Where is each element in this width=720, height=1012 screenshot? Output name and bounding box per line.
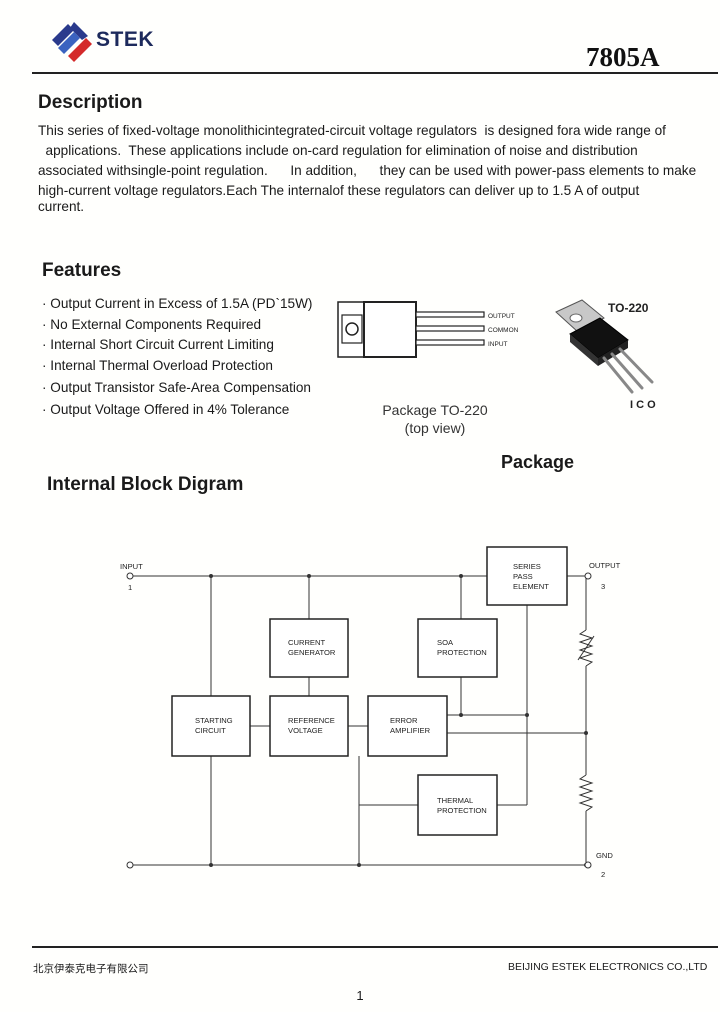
stek-logo-icon bbox=[52, 22, 92, 62]
reference-voltage-label: REFERENCE bbox=[288, 716, 335, 725]
to220-photo: TO-220 I C O bbox=[555, 299, 656, 411]
starting-circuit-label: CIRCUIT bbox=[195, 726, 226, 735]
block-diagram-title: Internal Block Digram bbox=[47, 474, 244, 495]
current-generator-label: GENERATOR bbox=[288, 648, 336, 657]
feature-item: · No External Components Required bbox=[42, 317, 262, 332]
input-label: INPUT bbox=[120, 562, 143, 571]
thermal-protection-label: THERMAL bbox=[437, 796, 473, 805]
gnd-label: GND bbox=[596, 851, 613, 860]
feature-item: · Output Voltage Offered in 4% Tolerance bbox=[42, 402, 290, 417]
series-pass-label: ELEMENT bbox=[513, 582, 549, 591]
thermal-protection-label: PROTECTION bbox=[437, 806, 487, 815]
package-caption-line2: (top view) bbox=[404, 420, 466, 436]
error-amplifier-label: ERROR bbox=[390, 716, 418, 725]
pin-letters: I C O bbox=[630, 399, 656, 411]
brand-name: STEK bbox=[96, 28, 155, 51]
pin-label-input: INPUT bbox=[488, 341, 508, 348]
error-amplifier-label: AMPLIFIER bbox=[390, 726, 431, 735]
feature-item: · Internal Short Circuit Current Limitin… bbox=[42, 337, 274, 352]
footer-company-en: BEIJING ESTEK ELECTRONICS CO.,LTD bbox=[508, 961, 708, 973]
output-label: OUTPUT bbox=[589, 561, 621, 570]
package-top-view: OUTPUT COMMON INPUT bbox=[337, 301, 519, 358]
package-caption: Package TO-220 (top view) bbox=[360, 401, 510, 437]
package-caption-line1: Package TO-220 bbox=[382, 402, 488, 418]
reference-voltage-label: VOLTAGE bbox=[288, 726, 323, 735]
footer-company-cn: 北京伊泰克电子有限公司 bbox=[33, 963, 149, 975]
series-pass-label: PASS bbox=[513, 572, 533, 581]
feature-item: · Output Current in Excess of 1.5A (PD`1… bbox=[42, 296, 313, 311]
page-number: 1 bbox=[356, 988, 364, 1003]
footer-rule bbox=[32, 946, 718, 948]
pin-label-common: COMMON bbox=[488, 327, 519, 334]
features-list: · Output Current in Excess of 1.5A (PD`1… bbox=[42, 293, 312, 420]
series-pass-label: SERIES bbox=[513, 562, 541, 571]
gnd-pin: 2 bbox=[601, 870, 605, 879]
description-line: applications. These applications include… bbox=[38, 143, 638, 158]
soa-protection-label: SOA bbox=[437, 638, 454, 647]
description-line: This series of fixed-voltage monolithici… bbox=[38, 123, 666, 138]
starting-circuit-label: STARTING bbox=[195, 716, 233, 725]
description-body: This series of fixed-voltage monolithici… bbox=[38, 121, 710, 213]
feature-item: · Internal Thermal Overload Protection bbox=[42, 358, 273, 373]
features-title: Features bbox=[42, 260, 122, 281]
current-generator-label: CURRENT bbox=[288, 638, 325, 647]
description-title: Description bbox=[38, 92, 143, 113]
soa-protection-label: PROTECTION bbox=[437, 648, 487, 657]
pin-label-output: OUTPUT bbox=[488, 313, 515, 320]
description-line: current. bbox=[38, 199, 85, 214]
header-rule bbox=[32, 72, 718, 74]
description-line: high-current voltage regulators.Each The… bbox=[38, 183, 640, 198]
package-photo-label: TO-220 bbox=[608, 301, 649, 315]
package-title: Package bbox=[501, 452, 575, 472]
output-pin: 3 bbox=[601, 582, 605, 591]
input-pin: 1 bbox=[128, 583, 132, 592]
description-line: associated withsingle-point regulation. … bbox=[38, 163, 697, 178]
feature-item: · Output Transistor Safe-Area Compensati… bbox=[42, 380, 311, 395]
part-number: 7805A bbox=[586, 42, 660, 72]
